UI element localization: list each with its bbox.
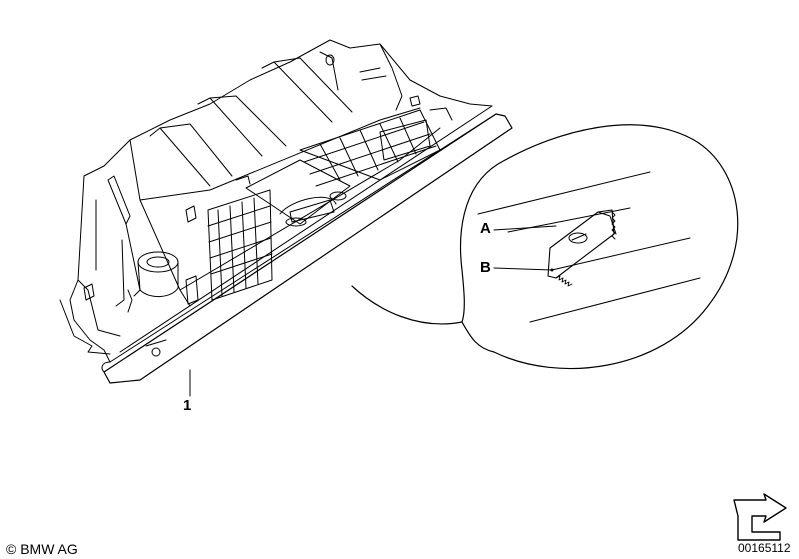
reference-number: 00165112 <box>738 541 791 555</box>
callout-detail-b[interactable]: B <box>480 259 491 276</box>
glove-box-illustration[interactable] <box>59 39 513 384</box>
leader-line-a <box>493 225 557 231</box>
forward-arrow-icon[interactable] <box>733 493 790 541</box>
callout-detail-a[interactable]: A <box>480 220 491 237</box>
latch-detail-magnifier[interactable] <box>351 124 739 370</box>
copyright-text: © BMW AG <box>6 541 78 557</box>
leader-line-b <box>493 267 553 271</box>
callout-part-1[interactable]: 1 <box>183 397 192 414</box>
leader-b-dot <box>550 268 554 272</box>
